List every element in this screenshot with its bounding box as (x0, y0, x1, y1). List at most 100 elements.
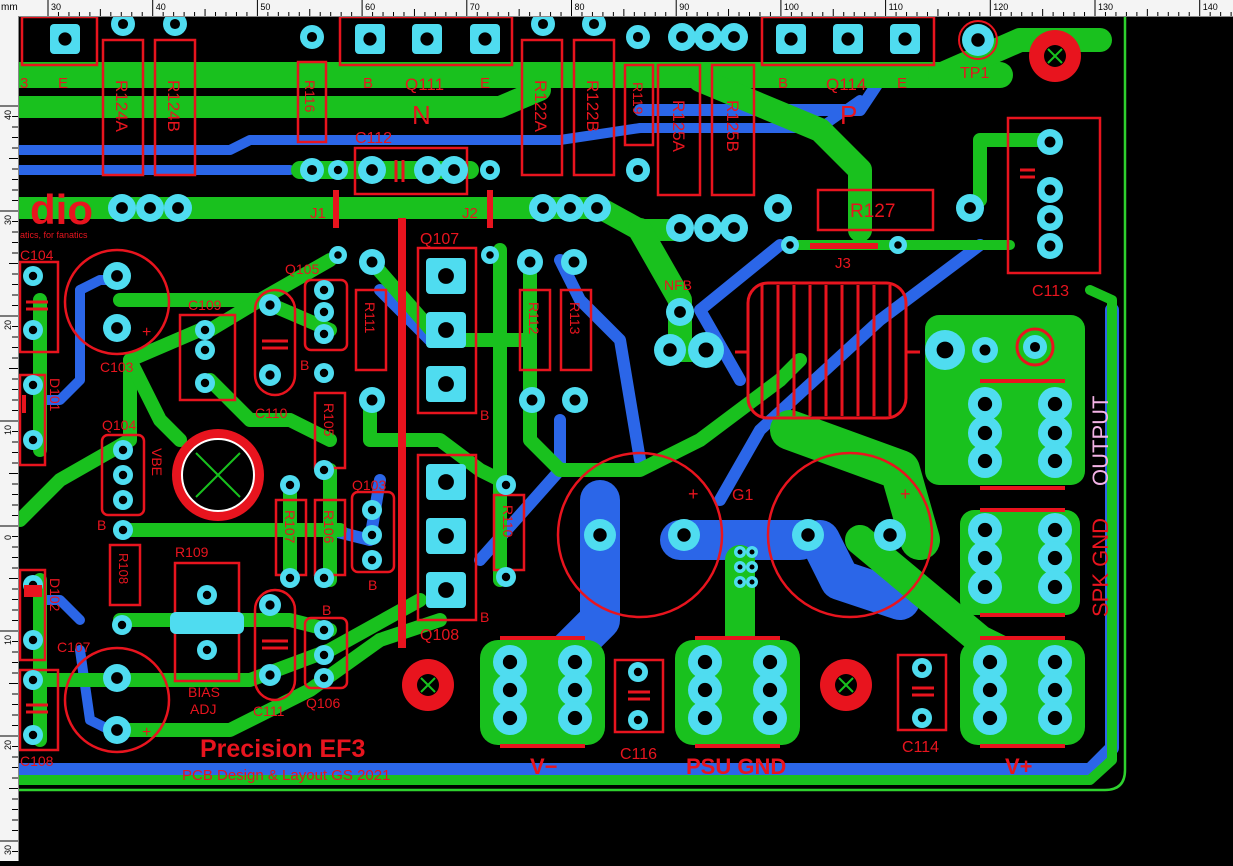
label-psu-gnd: PSU GND (686, 754, 786, 779)
top-track (19, 79, 551, 118)
label-c111: C111 (253, 703, 285, 719)
top-track (123, 353, 187, 447)
board-title: Precision EF3 (200, 735, 365, 763)
silkscreen-outlines (19, 17, 1102, 754)
q103-outline (350, 490, 396, 574)
label-r119: R119 (630, 82, 646, 115)
label-q111: Q111 (405, 75, 444, 94)
label-bias: BIAS (188, 684, 220, 700)
label-r116: R116 (302, 80, 318, 113)
c-big-left-outline (556, 451, 724, 619)
pcb-canvas[interactable]: R124A R124B R116 R122A R122B R119 R125A … (19, 17, 1233, 861)
label-c109: C109 (188, 297, 222, 313)
pin-b-q111: B (363, 75, 373, 92)
ruler-top-label: 110 (889, 2, 903, 12)
c109-outline (178, 313, 237, 402)
label-r124a: R124A (112, 80, 131, 133)
top-track (19, 285, 1117, 785)
pin-e-left: E (58, 75, 68, 92)
q107-outline (416, 246, 478, 415)
label-r122a: R122A (531, 80, 550, 133)
top-track (19, 323, 207, 527)
d102-outline (19, 568, 47, 662)
c103-plus: + (142, 324, 151, 341)
q105-outline (303, 278, 349, 352)
pin-b-q105: B (300, 357, 309, 373)
brand-tagline: atics, for fanatics (20, 230, 88, 240)
label-c112: C112 (355, 130, 392, 147)
bottom-track (554, 254, 646, 466)
c108-outline (19, 668, 60, 752)
label-c104: C104 (20, 247, 54, 263)
ruler-unit: mm (0, 0, 18, 16)
label-r108: R108 (116, 553, 131, 584)
ruler-top-label: 130 (1098, 2, 1113, 12)
label-r109: R109 (175, 544, 209, 560)
c114-outline (896, 653, 948, 732)
ruler-top-label: 30 (51, 2, 61, 12)
label-adj: ADJ (190, 701, 216, 717)
label-c113: C113 (1032, 283, 1069, 300)
label-v-plus: V+ (1005, 754, 1033, 779)
cbig-left-plus: + (688, 484, 699, 504)
label-r125b: R125B (723, 100, 742, 152)
pin-b-q104: B (97, 517, 106, 533)
c111-outline (253, 588, 297, 702)
label-j1: J1 (310, 205, 326, 222)
ruler-left-label: 20 (3, 320, 13, 330)
pin-e-q114: E (897, 75, 907, 92)
pin-b-q108: B (480, 609, 489, 625)
r127-outline (816, 188, 935, 232)
r122b-outline (572, 38, 616, 177)
heatsink-bar (398, 218, 406, 648)
label-c110: C110 (255, 405, 288, 421)
label-spk-gnd: SPK GND (1088, 518, 1113, 617)
q108-outline (416, 453, 478, 622)
top-track (523, 253, 807, 477)
pin-e-q111: E (480, 75, 490, 92)
q-left-outline (20, 17, 99, 67)
ruler-top-label: 140 (1203, 2, 1218, 12)
label-j2: J2 (462, 205, 478, 222)
ruler-left-label: 0 (3, 535, 13, 540)
label-q104: Q104 (102, 417, 136, 433)
label-g1: G1 (732, 487, 753, 504)
label-r107: R107 (282, 510, 298, 544)
label-c107: C107 (57, 639, 91, 655)
label-output: OUTPUT (1088, 396, 1113, 486)
pin-b-q103: B (368, 577, 377, 593)
bottom-pour (800, 520, 920, 620)
bottom-track (634, 74, 886, 116)
ruler-top-label: 100 (784, 2, 799, 12)
ruler-top-label: 40 (156, 2, 166, 12)
cbig-right-plus: + (900, 484, 911, 504)
label-vbe: VBE (149, 448, 165, 476)
label-r122b: R122B (583, 80, 602, 132)
c113-outline (1006, 116, 1102, 275)
c107-outline (63, 646, 171, 754)
label-q114: Q114 (826, 75, 866, 94)
c103-outline (63, 248, 171, 356)
label-r113: R113 (567, 302, 583, 335)
label-r105: R105 (321, 403, 337, 437)
polarity-n: N (412, 100, 431, 130)
ruler-top-label: 120 (993, 2, 1008, 12)
c110-outline (253, 288, 297, 397)
label-r106: R106 (321, 510, 337, 544)
pin-b-q114: B (778, 75, 788, 92)
r111-outline (354, 288, 388, 372)
pin-b-q107: B (480, 407, 489, 423)
silkscreen-text: R124A R124B R116 R122A R122B R119 R125A … (20, 65, 1113, 784)
drill-holes (28, 18, 1063, 740)
top-track (33, 593, 427, 687)
mounting-holes (172, 30, 1081, 711)
label-j3: J3 (835, 255, 851, 272)
q114-outline (760, 17, 936, 67)
c116-outline (613, 658, 665, 734)
ruler-left-label: 10 (3, 635, 13, 645)
